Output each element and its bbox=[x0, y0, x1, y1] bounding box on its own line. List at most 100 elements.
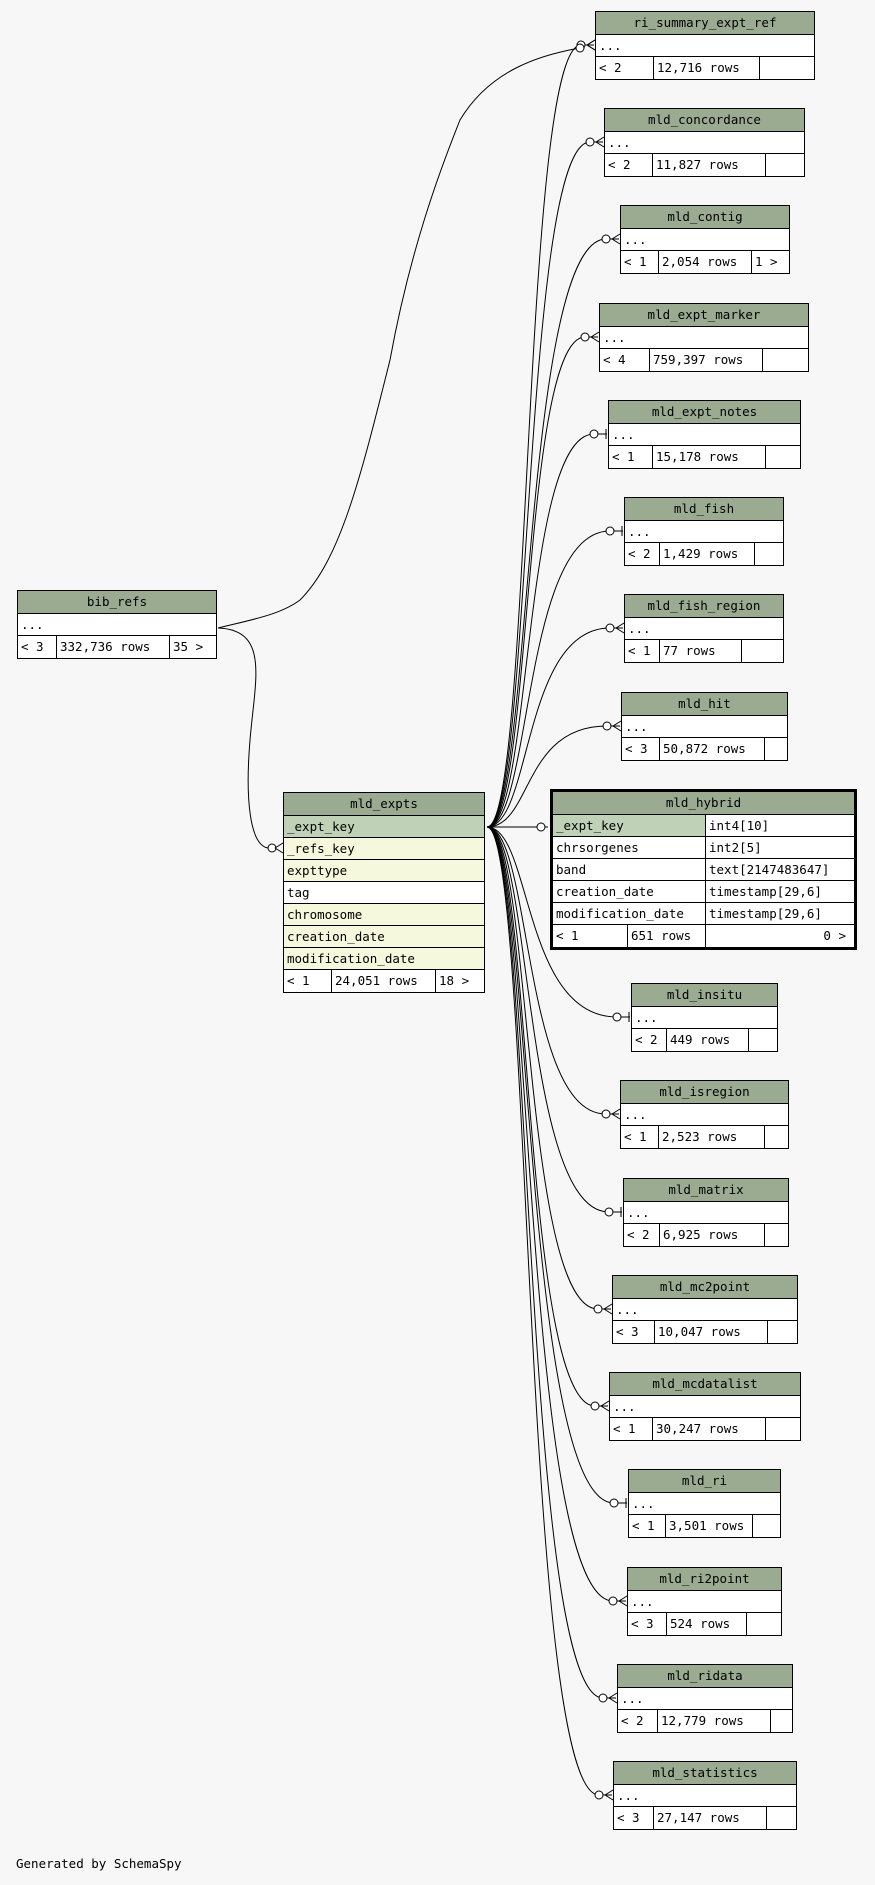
table-ellipsis: ... bbox=[610, 1396, 800, 1418]
children-count[interactable] bbox=[753, 1515, 780, 1537]
table-title: mld_mc2point bbox=[613, 1276, 797, 1299]
column-row: _expt_key int4[10] bbox=[553, 815, 854, 837]
parents-count[interactable]: < 3 bbox=[628, 1613, 667, 1635]
parents-count[interactable]: < 2 bbox=[605, 154, 653, 176]
crowfoot-marker bbox=[612, 720, 622, 732]
row-count: 759,397 rows bbox=[650, 349, 763, 371]
table-bib-refs[interactable]: bib_refs ... < 3 332,736 rows 35 > bbox=[17, 590, 217, 659]
table-ellipsis: ... bbox=[629, 1493, 780, 1515]
table-title: mld_insitu bbox=[632, 984, 777, 1007]
children-count[interactable] bbox=[766, 446, 800, 468]
parents-count[interactable]: < 2 bbox=[632, 1029, 667, 1051]
row-count: 524 rows bbox=[667, 1613, 747, 1635]
children-count[interactable] bbox=[742, 640, 783, 662]
parents-count[interactable]: < 4 bbox=[600, 349, 650, 371]
children-count[interactable] bbox=[765, 1224, 788, 1246]
parents-count[interactable]: < 2 bbox=[624, 1224, 660, 1246]
row-count: 24,051 rows bbox=[332, 970, 436, 992]
row-count: 2,054 rows bbox=[659, 251, 752, 273]
row-count: 77 rows bbox=[660, 640, 742, 662]
children-count[interactable] bbox=[763, 349, 808, 371]
parents-count[interactable]: < 2 bbox=[625, 543, 660, 565]
column-name: _expt_key bbox=[553, 815, 706, 836]
table-title: mld_statistics bbox=[614, 1762, 796, 1785]
optional-marker bbox=[594, 1790, 604, 1800]
children-count[interactable] bbox=[765, 738, 787, 760]
children-count[interactable] bbox=[771, 1710, 792, 1732]
relationship-line bbox=[486, 826, 622, 1213]
children-count[interactable] bbox=[755, 543, 783, 565]
row-count: 15,178 rows bbox=[653, 446, 766, 468]
row-count: 10,047 rows bbox=[655, 1321, 768, 1343]
row-count: 3,501 rows bbox=[666, 1515, 753, 1537]
parents-count[interactable]: < 1 bbox=[621, 251, 659, 273]
children-count[interactable]: 1 > bbox=[755, 254, 778, 269]
table-ellipsis: ... bbox=[621, 229, 789, 251]
parents-count[interactable]: < 1 bbox=[284, 970, 332, 992]
table-title: mld_expt_notes bbox=[609, 401, 800, 424]
row-count: 651 rows bbox=[628, 925, 706, 947]
children-count[interactable] bbox=[747, 1613, 781, 1635]
relationship-line bbox=[486, 433, 607, 828]
relationship-line bbox=[486, 826, 630, 1018]
relationship-line bbox=[486, 826, 612, 1796]
table-mld-expts[interactable]: mld_expts _expt_key _refs_key expttype t… bbox=[283, 792, 485, 993]
children-count[interactable]: 18 > bbox=[439, 973, 470, 988]
children-count[interactable] bbox=[749, 1029, 777, 1051]
parents-count[interactable]: < 1 bbox=[610, 1418, 653, 1440]
children-count[interactable] bbox=[767, 1807, 796, 1829]
table-title: mld_mcdatalist bbox=[610, 1373, 800, 1396]
parents-count[interactable]: < 1 bbox=[609, 446, 653, 468]
parents-count[interactable]: < 3 bbox=[622, 738, 660, 760]
column-type: text[2147483647] bbox=[709, 862, 830, 877]
parents-count[interactable]: < 1 bbox=[625, 640, 660, 662]
children-count[interactable] bbox=[766, 154, 804, 176]
parents-count[interactable]: < 1 bbox=[621, 1126, 659, 1148]
children-count[interactable] bbox=[766, 1418, 800, 1440]
parents-count[interactable]: < 3 bbox=[18, 636, 57, 658]
children-count[interactable] bbox=[760, 57, 814, 79]
children-count[interactable]: 0 > bbox=[823, 928, 846, 943]
parents-count[interactable]: < 3 bbox=[613, 1321, 655, 1343]
parents-count[interactable]: < 1 bbox=[629, 1515, 666, 1537]
children-count[interactable] bbox=[765, 1126, 788, 1148]
parents-count[interactable]: < 3 bbox=[614, 1807, 654, 1829]
children-count[interactable] bbox=[768, 1321, 797, 1343]
parents-count[interactable]: < 1 bbox=[553, 925, 628, 947]
table-title: mld_contig bbox=[621, 206, 789, 229]
table-mld-hybrid[interactable]: mld_hybrid _expt_key int4[10] chrsorgene… bbox=[550, 789, 857, 950]
table-ellipsis: ... bbox=[624, 1202, 788, 1224]
column-name: modification_date bbox=[553, 903, 706, 924]
column-tag: tag bbox=[284, 882, 484, 904]
row-count: 27,147 rows bbox=[654, 1807, 767, 1829]
generated-by-label: Generated by SchemaSpy bbox=[16, 1856, 182, 1871]
parents-count[interactable]: < 2 bbox=[618, 1710, 658, 1732]
optional-marker bbox=[598, 1693, 608, 1703]
parents-count[interactable]: < 2 bbox=[596, 57, 654, 79]
children-count[interactable]: 35 > bbox=[173, 639, 204, 654]
table-ellipsis: ... bbox=[622, 716, 787, 738]
table-ellipsis: ... bbox=[613, 1299, 797, 1321]
